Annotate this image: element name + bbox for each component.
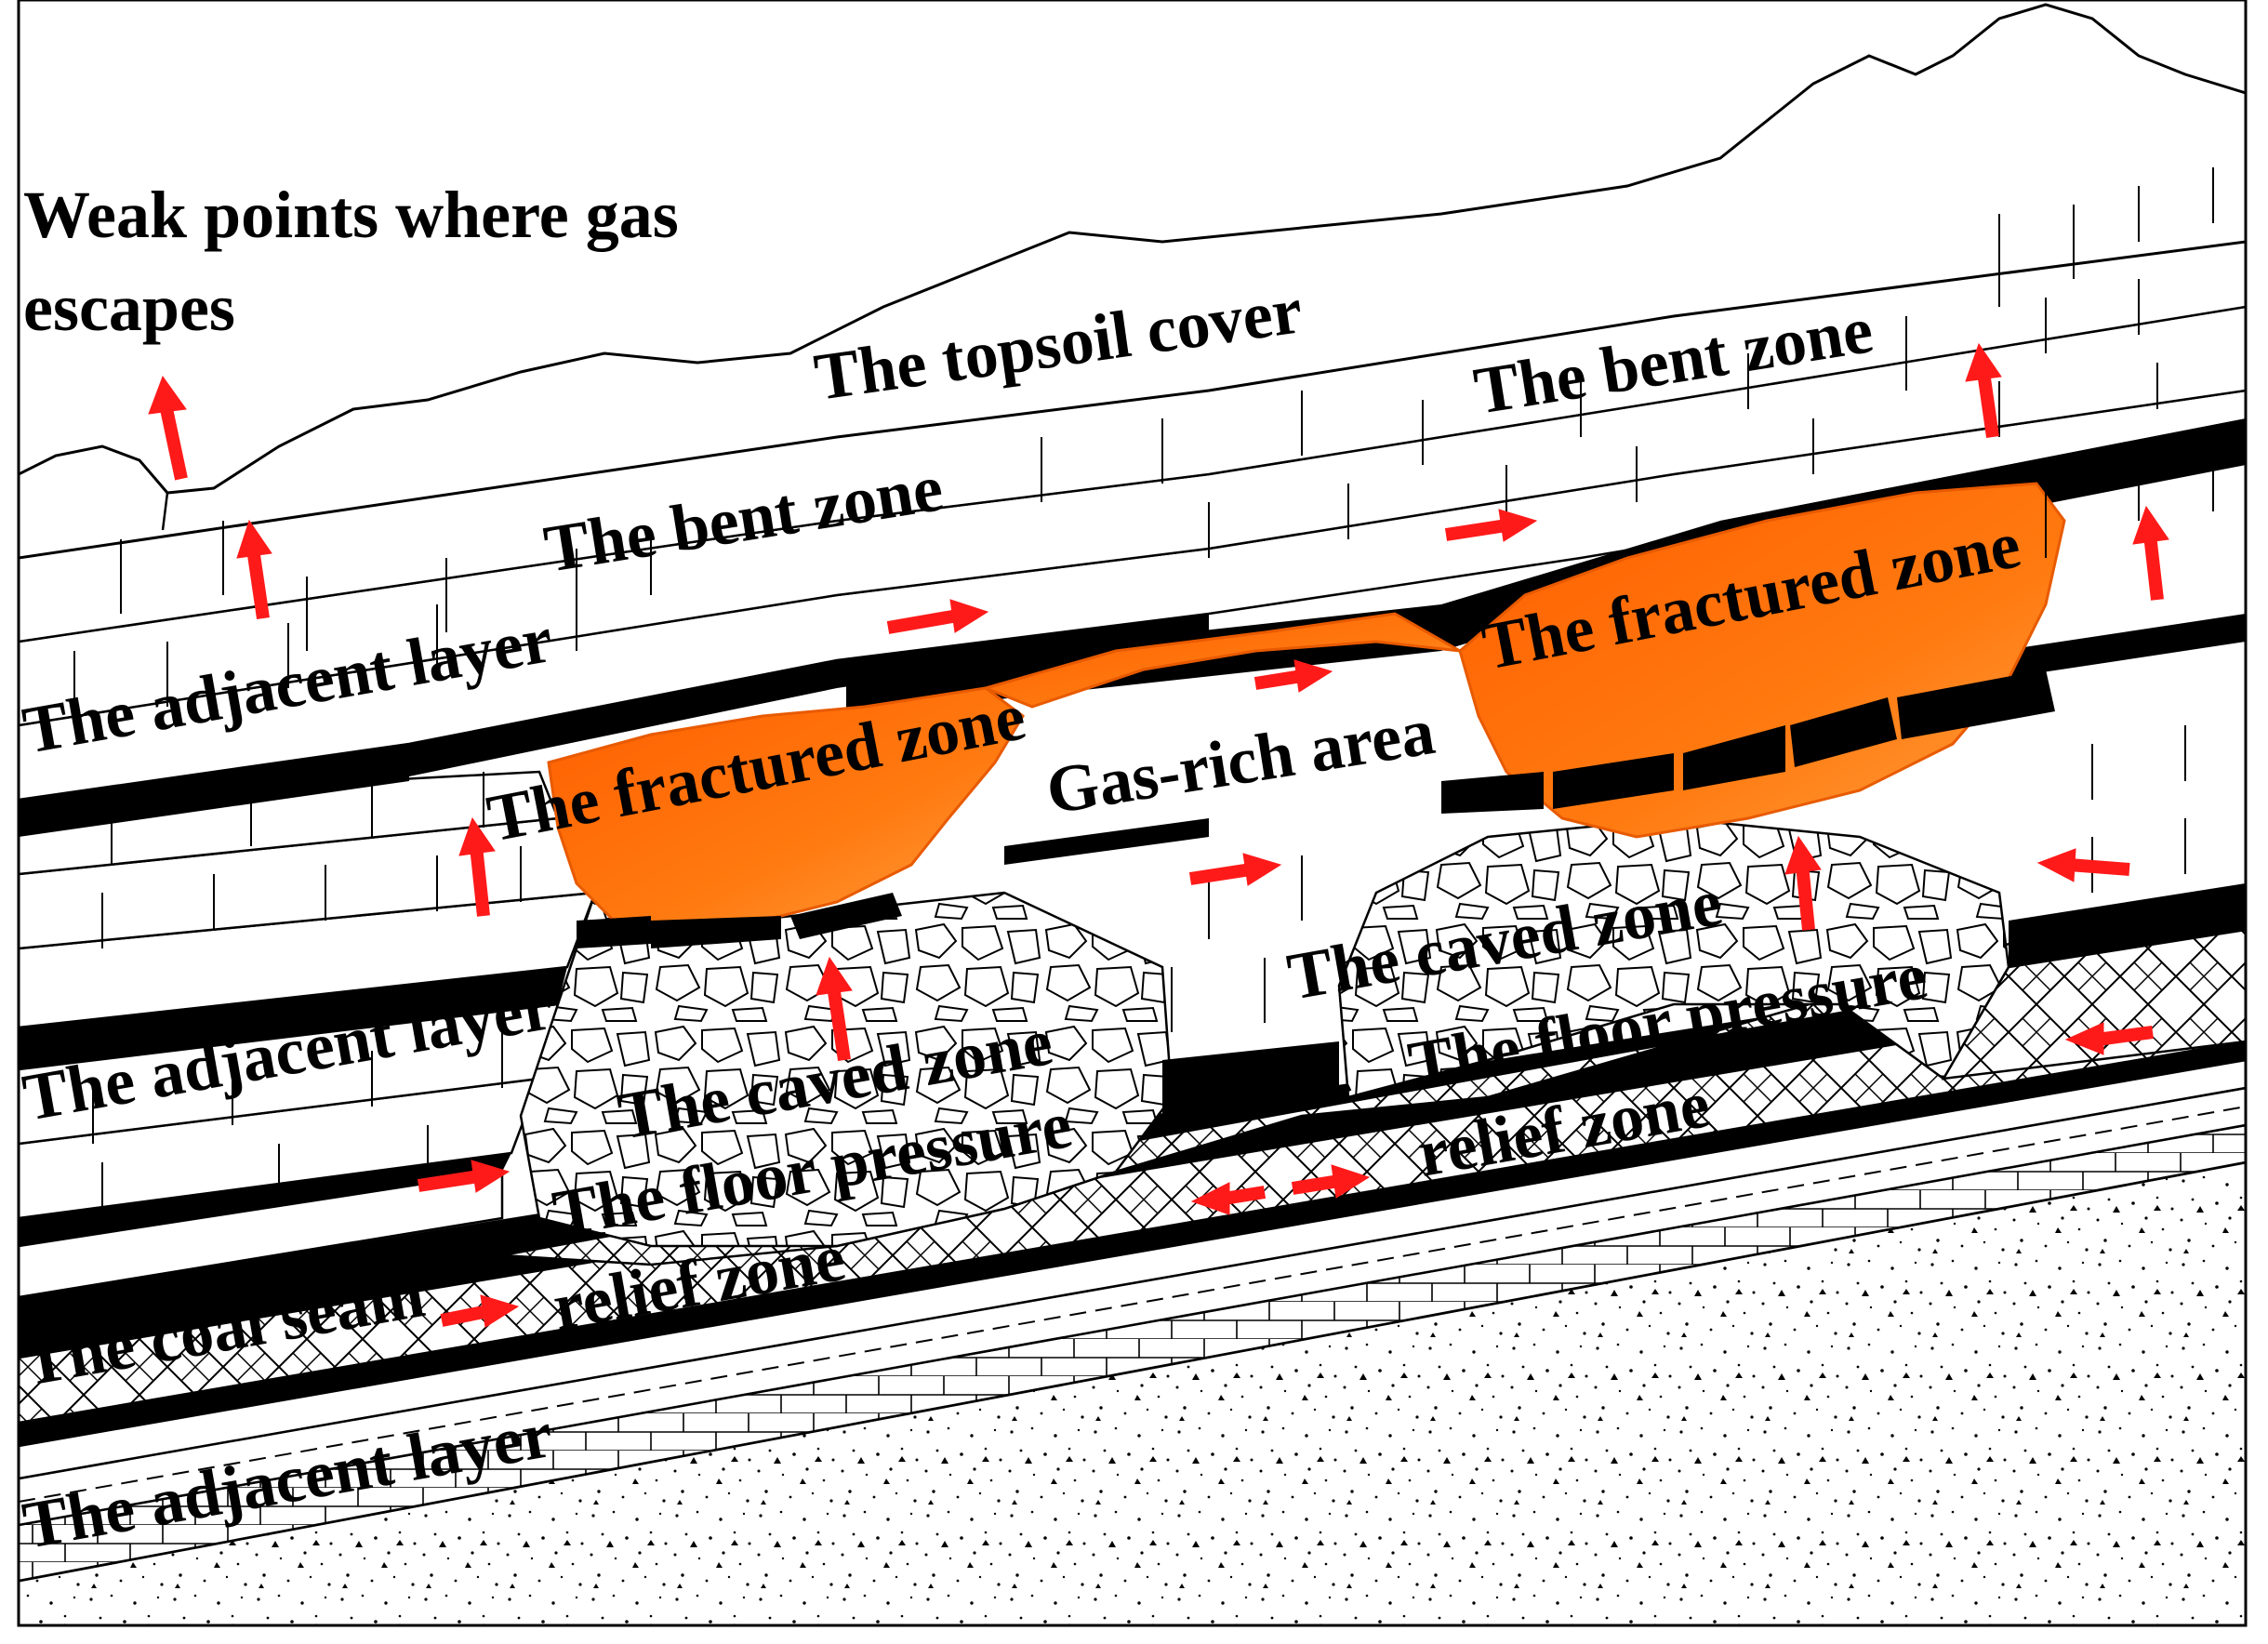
adjacent-coal-layer-top xyxy=(19,744,409,837)
topsoil-cover xyxy=(19,3,2246,560)
diagram-frame xyxy=(17,0,2248,1627)
title-line-1: Weak points where gas xyxy=(23,178,679,252)
caved-zone-right xyxy=(1337,816,2010,1099)
label-gas-rich-area: Gas-rich area xyxy=(1041,694,1439,829)
fractured-zone-bridge xyxy=(981,612,1461,709)
adjacent-coal-layer-bottom xyxy=(19,1058,2246,1480)
right-coal-layer-lower xyxy=(2009,883,2246,967)
dashed-stratum xyxy=(19,1086,2246,1527)
title-line-2: escapes xyxy=(23,271,235,345)
red-arrow-icon xyxy=(148,342,2169,1328)
fractured-zone-left xyxy=(547,686,1025,932)
sandstone-base xyxy=(19,1160,2246,1625)
bottom-brick-band xyxy=(19,1123,2246,1583)
coal-seam-stratum xyxy=(19,984,2246,1425)
adjacent-coal-layer-mid xyxy=(19,967,567,1069)
strata-joints xyxy=(73,167,2214,1227)
